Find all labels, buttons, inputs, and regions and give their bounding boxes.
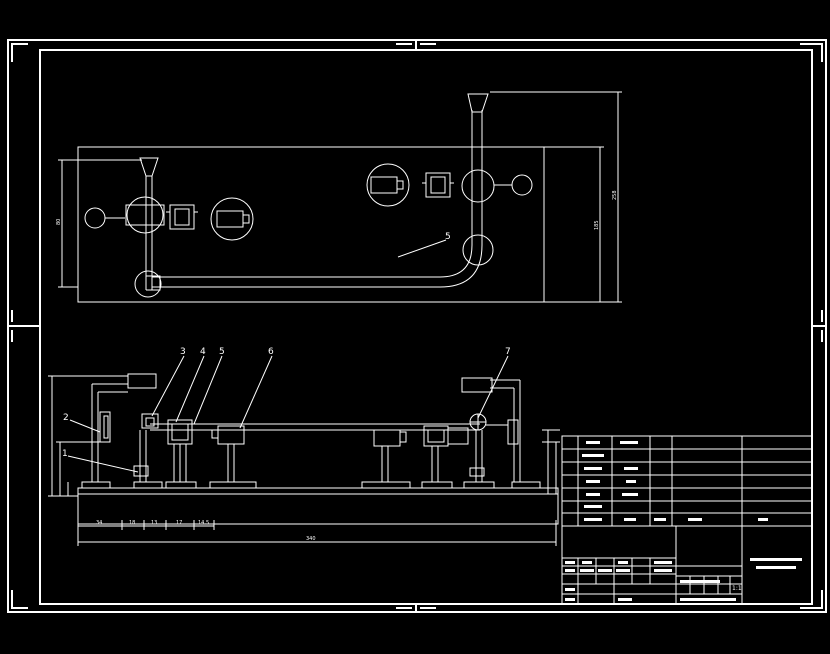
- dim-340: 340: [306, 536, 316, 542]
- callout-3: 3: [180, 347, 186, 357]
- top-view: 80 185 258: [56, 91, 622, 303]
- callout-1: 1: [62, 449, 68, 459]
- callout-6: 6: [268, 347, 274, 357]
- dim-14-5: 14.5: [198, 520, 209, 526]
- svg-text:185: 185: [594, 220, 600, 230]
- dim-34: 34: [96, 520, 102, 526]
- sheet-border: [7, 39, 827, 613]
- title-block-text: [565, 558, 802, 601]
- front-view: 3 4 5 6 7 2 1 34 18 13 17 14.5 340: [48, 347, 560, 546]
- callout-7: 7: [505, 347, 511, 357]
- dim-13: 13: [151, 520, 157, 526]
- svg-text:258: 258: [612, 190, 618, 200]
- svg-text:80: 80: [56, 219, 62, 225]
- callout-top-5: 5: [445, 232, 451, 242]
- callout-2: 2: [63, 413, 69, 423]
- dim-18: 18: [129, 520, 135, 526]
- title-block: 1:1: [561, 435, 813, 605]
- scale-value: 1:1: [732, 585, 742, 592]
- dim-17: 17: [176, 520, 182, 526]
- callout-5: 5: [219, 347, 225, 357]
- callout-4: 4: [200, 347, 206, 357]
- parts-list-text: [582, 441, 768, 521]
